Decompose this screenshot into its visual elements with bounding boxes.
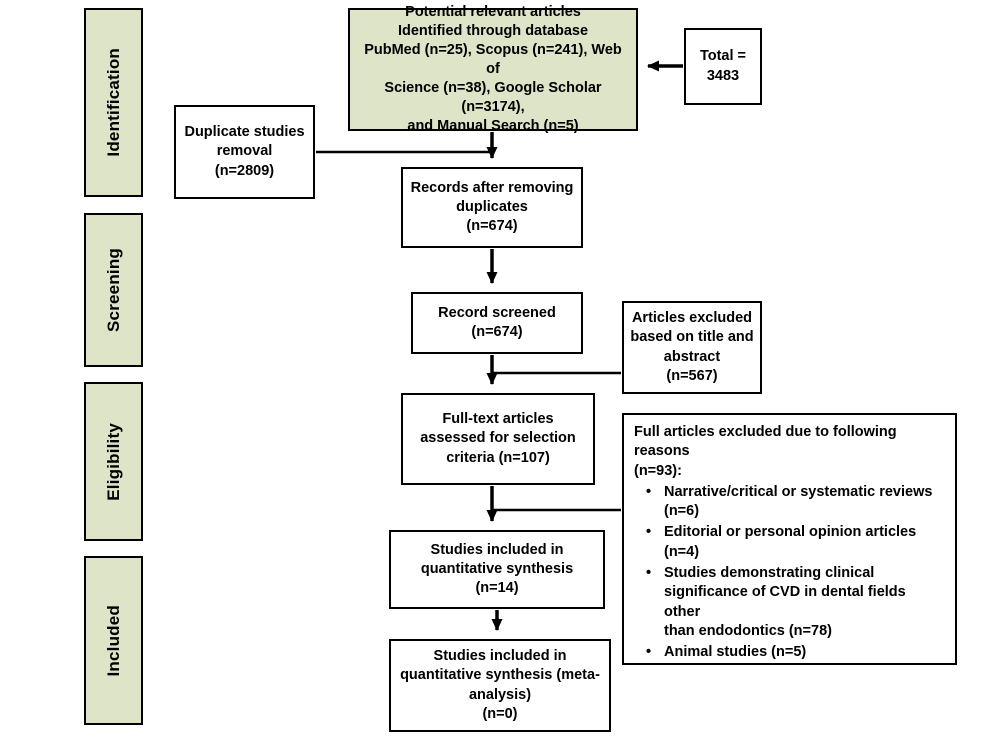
box-records-screened: Record screened (n=674) [411, 292, 583, 354]
box-full-text-assessed-text: Full-text articles assessed for selectio… [420, 411, 576, 466]
box-studies-quantitative: Studies included in quantitative synthes… [389, 530, 605, 609]
box-studies-meta-analysis: Studies included in quantitative synthes… [389, 639, 611, 732]
box-duplicates-removed: Duplicate studies removal (n=2809) [174, 105, 315, 199]
phase-eligibility: Eligibility [84, 382, 143, 541]
box-records-after-duplicates: Records after removing duplicates (n=674… [401, 167, 583, 248]
list-item: Animal studies (n=5) [646, 643, 945, 663]
exclusion-reasons-list: Narrative/critical or systematic reviews… [634, 483, 945, 663]
box-articles-excluded-text: Articles excluded based on title and abs… [630, 310, 754, 384]
box-articles-excluded: Articles excluded based on title and abs… [622, 301, 762, 394]
box-total-text: Total = 3483 [699, 48, 747, 84]
phase-identification: Identification [84, 8, 143, 197]
box-records-screened-text: Record screened (n=674) [438, 304, 556, 340]
box-records-identified: Potential relevant articles Identified t… [348, 4, 638, 134]
box-records-identified-text: Potential relevant articles Identified t… [364, 3, 622, 135]
phase-included: Included [84, 556, 143, 725]
box-studies-quantitative-text: Studies included in quantitative synthes… [420, 541, 574, 597]
box-duplicates-removed-text: Duplicate studies removal (n=2809) [184, 124, 305, 179]
box-exclusion-reasons: Full articles excluded due to following … [622, 413, 957, 665]
exclusion-reasons-heading: Full articles excluded due to following … [634, 424, 897, 479]
box-full-text-assessed: Full-text articles assessed for selectio… [401, 393, 595, 485]
list-item: Studies demonstrating clinical significa… [646, 564, 945, 641]
box-records-after-duplicates-text: Records after removing duplicates (n=674… [410, 179, 574, 235]
box-studies-meta-analysis-text: Studies included in quantitative synthes… [400, 648, 600, 722]
phase-screening: Screening [84, 213, 143, 367]
list-item: Narrative/critical or systematic reviews… [646, 483, 945, 522]
box-total: Total = 3483 [684, 28, 762, 105]
list-item: Editorial or personal opinion articles (… [646, 523, 945, 562]
